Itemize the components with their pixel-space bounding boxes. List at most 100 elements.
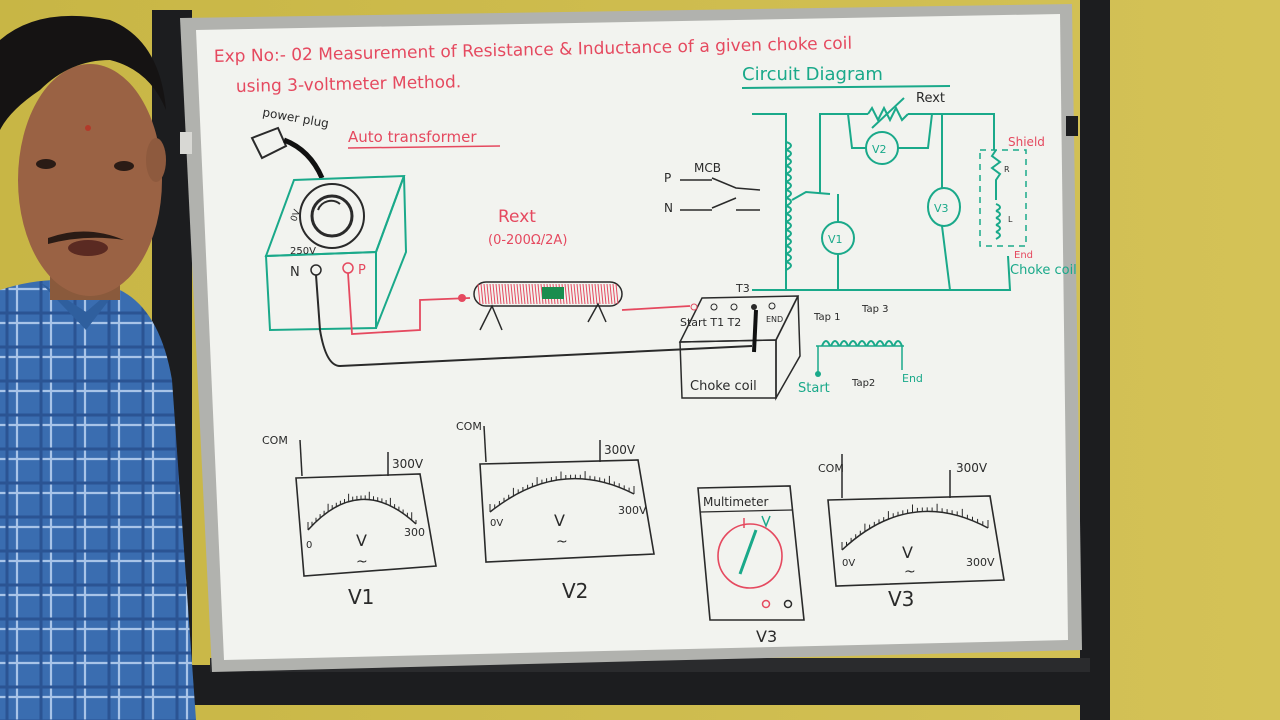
presenter [0, 15, 196, 720]
terminal-p-label: P [358, 263, 366, 278]
coil-stroke [615, 283, 619, 305]
coil-stroke [579, 283, 583, 305]
coil-stroke [567, 283, 571, 305]
transformer-winding [785, 141, 792, 271]
choke-coil-box-side [775, 295, 801, 401]
v3-max-label: 300V [966, 556, 995, 569]
coil-stroke [576, 283, 580, 305]
multimeter-body [697, 485, 805, 621]
shield-label: Shield [1008, 135, 1045, 149]
v3-meter-circle [927, 187, 961, 227]
coil-stroke [606, 283, 610, 305]
autotransformer-underline [347, 145, 501, 149]
meter-scale-arc [489, 477, 635, 513]
choke-terminal-t1[interactable] [710, 303, 718, 311]
choke-terminal-t2[interactable] [730, 303, 738, 311]
coil-stroke [510, 283, 514, 305]
coil-stroke [585, 283, 589, 305]
end-green-label: End [902, 372, 923, 385]
circuit-diagram-heading: Circuit Diagram [742, 64, 883, 85]
v2-leads [847, 113, 933, 149]
coil-loop [821, 340, 831, 347]
coil-loop [830, 340, 840, 347]
multimeter-dial [717, 523, 783, 589]
winding-loop [785, 173, 792, 183]
v1-unit-label: V [356, 531, 367, 550]
board-stand-right [1080, 0, 1110, 720]
v1-ac-icon: ~ [356, 554, 368, 570]
coil-stroke [594, 283, 598, 305]
winding-loop [785, 165, 792, 175]
dial-0v-label: 0V [289, 208, 303, 223]
choke-inductor [995, 203, 1001, 240]
rext-label: Rext [498, 207, 536, 227]
mcb-switch-n [680, 197, 760, 211]
v1-name-label: V1 [348, 585, 374, 609]
multimeter-name-label: V3 [756, 627, 777, 646]
choke-shield [979, 149, 1027, 247]
presenter-ear [146, 138, 166, 182]
coil-stroke [495, 283, 499, 305]
v3-leads [941, 114, 951, 291]
autotransformer-label: Auto transformer [348, 128, 477, 146]
v3-circle-label: V3 [934, 202, 949, 215]
winding-loop [785, 181, 792, 191]
choke-terminal-start[interactable] [690, 303, 698, 311]
winding-loop [785, 213, 792, 223]
coil-stroke [564, 283, 568, 305]
winding-loop [785, 197, 792, 207]
coil-stroke [489, 283, 493, 305]
coil-stroke [522, 283, 526, 305]
coil-loop [893, 340, 903, 347]
tap1-label: Tap 1 [813, 312, 840, 323]
coil-loop [866, 340, 876, 347]
t3-wire [752, 309, 758, 353]
winding-loop [785, 261, 792, 271]
multimeter-socket-black [783, 599, 793, 609]
wiper-arrow [791, 190, 831, 201]
coil-stroke [573, 283, 577, 305]
choke-terminal-end[interactable] [768, 302, 776, 310]
coil-loop [857, 340, 867, 347]
v3-ac-icon: ~ [904, 564, 916, 580]
board-surface [196, 14, 1068, 660]
coil-stroke [537, 283, 541, 305]
rext-arrow [871, 97, 905, 129]
v2-name-label: V2 [562, 579, 588, 603]
presenter-eye-left [36, 159, 56, 169]
rheostat-leg-left [479, 304, 503, 331]
inductor-loop [995, 203, 1001, 212]
coil-stroke [588, 283, 592, 305]
choke-terminal-t3[interactable] [751, 304, 757, 310]
l-label: L [1008, 215, 1013, 224]
t3-label: T3 [735, 282, 750, 295]
multimeter-title: Multimeter [703, 495, 768, 509]
v2-meter-circle [865, 131, 899, 165]
winding-loop [785, 205, 792, 215]
tap2-label: Tap2 [851, 378, 875, 389]
coil-stroke [504, 283, 508, 305]
com-lead [299, 439, 303, 477]
coil-stroke [603, 283, 607, 305]
presenter-shirt [0, 280, 196, 720]
meter-body [479, 459, 655, 563]
coil-loop [848, 340, 858, 347]
winding-loop [785, 141, 792, 151]
plug-cable [283, 137, 325, 180]
rheostat-body [473, 281, 623, 307]
coil-stroke [507, 283, 511, 305]
rheostat-coil [477, 283, 619, 305]
com-lead [483, 425, 487, 463]
coil-stroke [600, 283, 604, 305]
voltmeter-v3 [827, 454, 1005, 587]
board-corner-clip [180, 132, 192, 154]
terminal-n-label: N [290, 265, 300, 280]
v3-zero-label: 0V [842, 558, 855, 569]
meter-scale-ticks [307, 491, 417, 530]
winding-loop [785, 245, 792, 255]
winding-loop [785, 189, 792, 199]
coil-stroke [498, 283, 502, 305]
v3-range-label: 300V [956, 461, 988, 475]
voltmeter-v1 [295, 439, 437, 577]
coil-stroke [513, 283, 517, 305]
